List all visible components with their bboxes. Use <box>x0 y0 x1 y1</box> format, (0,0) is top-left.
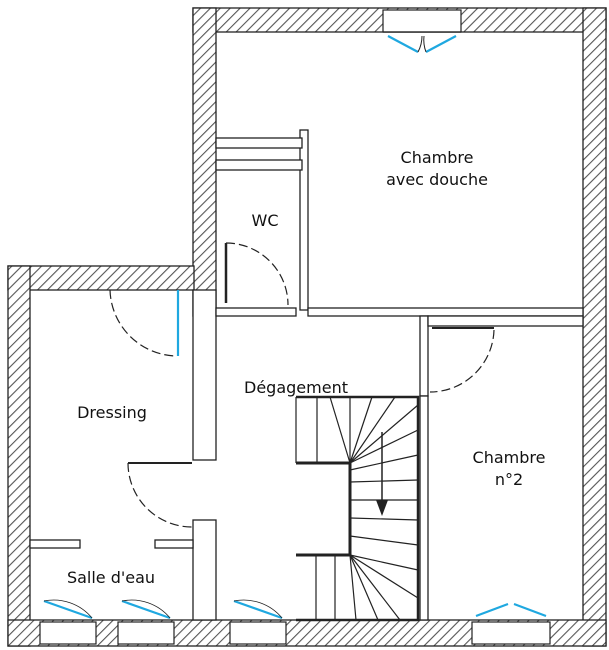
room-label-degagement: Dégagement <box>244 378 348 397</box>
window-bottom-2 <box>117 621 175 645</box>
window-bottom-3 <box>229 621 287 645</box>
interior-walls <box>29 129 584 621</box>
room-label-chambre-1: Chambre <box>401 148 474 167</box>
exterior-walls <box>7 7 607 647</box>
room-label-dressing: Dressing <box>77 403 147 422</box>
room-label-salle-deau: Salle d'eau <box>67 568 155 587</box>
room-label-wc: WC <box>252 211 279 230</box>
window-top <box>382 9 462 33</box>
doors <box>109 242 495 528</box>
windows <box>39 9 551 645</box>
room-label-chambre-2: Chambre <box>473 448 546 467</box>
staircase <box>295 395 420 622</box>
window-bottom-1 <box>39 621 97 645</box>
room-label-chambre-1-sub: avec douche <box>386 170 488 189</box>
window-bottom-4 <box>471 621 551 645</box>
room-label-chambre-2-sub: n°2 <box>495 470 523 489</box>
